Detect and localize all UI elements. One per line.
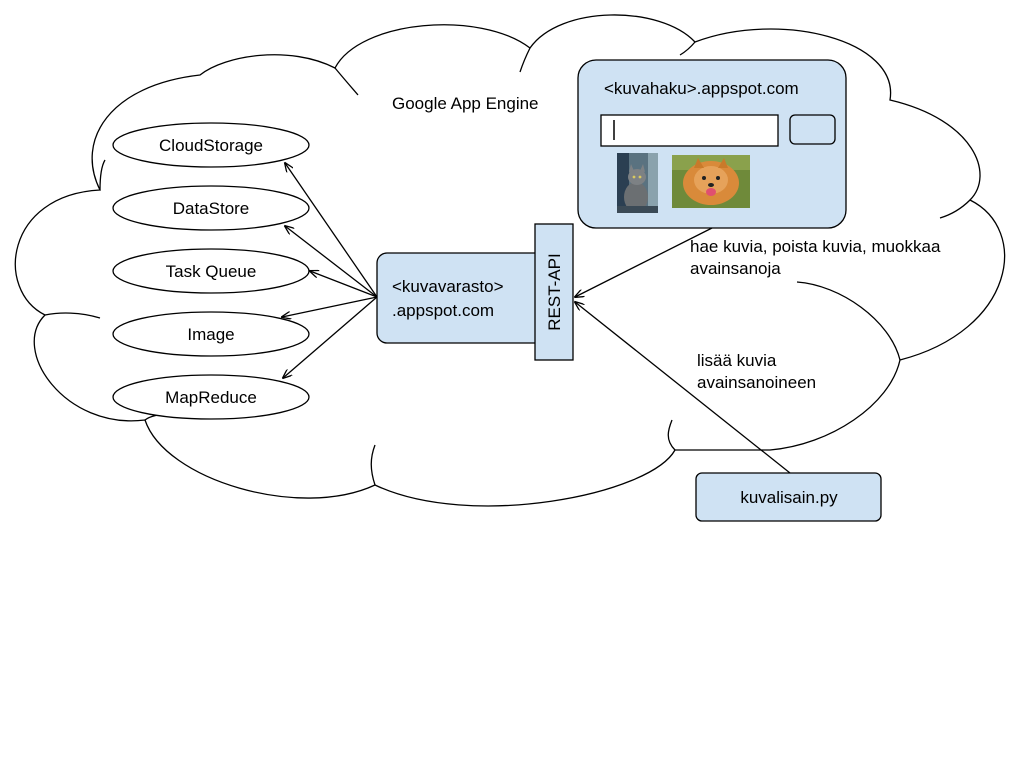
cat-image[interactable]	[617, 153, 658, 213]
dog-image[interactable]	[672, 155, 750, 208]
service-task-queue: Task Queue	[112, 248, 310, 294]
search-button[interactable]	[789, 114, 836, 145]
cloud-fold	[939, 199, 971, 219]
service-label: CloudStorage	[159, 136, 263, 155]
service-label: DataStore	[173, 199, 250, 218]
service-label: Task Queue	[166, 262, 257, 281]
search-input[interactable]	[600, 114, 779, 147]
arrow-to-image	[282, 296, 378, 317]
service-cloudstorage: CloudStorage	[112, 122, 310, 168]
cloud-fold	[796, 281, 901, 361]
arrow-from-kuvahaku	[575, 227, 713, 297]
arrow-to-task-queue	[310, 271, 378, 298]
service-label: MapReduce	[165, 388, 257, 407]
cloud-fold	[44, 312, 101, 319]
arrow-to-cloudstorage	[285, 163, 378, 298]
cloud-fold	[679, 41, 696, 56]
search-edge-label-1: hae kuvia, poista kuvia, muokkaa	[690, 237, 941, 256]
kuvavarasto-line1: <kuvavarasto>	[392, 277, 504, 296]
arrow-to-mapreduce	[283, 296, 378, 378]
client-label: kuvalisain.py	[740, 488, 838, 507]
cloud-fold	[334, 67, 359, 96]
upload-edge-label-2: avainsanoineen	[697, 373, 816, 392]
search-edge-label-2: avainsanoja	[690, 259, 781, 278]
kuvahaku-title: <kuvahaku>.appspot.com	[604, 79, 799, 98]
cloud-fold	[519, 47, 531, 73]
kuvavarasto-line2: .appspot.com	[392, 301, 494, 320]
rest-api: REST-API	[534, 223, 574, 361]
service-label: Image	[187, 325, 234, 344]
kuvavarasto-app: <kuvavarasto> .appspot.com	[376, 252, 548, 344]
service-image: Image	[112, 311, 310, 357]
service-mapreduce: MapReduce	[112, 374, 310, 420]
cloud-fold	[99, 159, 106, 191]
cloud-label: Google App Engine	[392, 94, 539, 113]
cloud-fold	[370, 444, 376, 486]
arrow-to-datastore	[285, 226, 378, 298]
rest-api-label: REST-API	[545, 253, 564, 330]
cloud-fold	[667, 419, 676, 451]
upload-edge-label-1: lisää kuvia	[697, 351, 777, 370]
kuvalisain-client: kuvalisain.py	[695, 472, 882, 522]
arrow-from-kuvalisain	[575, 302, 791, 474]
service-datastore: DataStore	[112, 185, 310, 231]
